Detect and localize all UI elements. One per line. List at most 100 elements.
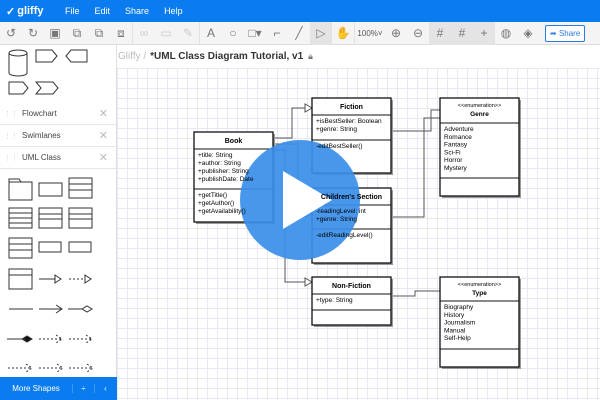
class-name: Non-Fiction [332,283,371,290]
zoom-select[interactable]: 100%˅ [357,28,383,38]
breadcrumb: Gliffy / *UML Class Diagram Tutorial, v1… [117,45,600,68]
ellipse-icon[interactable]: ○ [229,26,237,40]
eyedropper-icon[interactable]: ✎ [182,26,194,40]
uml-class-non-fiction[interactable] [311,276,393,327]
class-name: Children's Section [321,194,382,201]
document-title[interactable]: *UML Class Diagram Tutorial, v1 [150,51,304,62]
drag-handle-icon[interactable]: ⋮⋮ [4,110,18,118]
association-nonfiction-type[interactable] [391,290,440,297]
shape-package[interactable] [8,178,33,201]
menu-share[interactable]: Share [125,6,150,16]
redo-icon[interactable]: ↻ [27,26,39,40]
shape-note-p[interactable] [38,241,62,253]
generalization-arrow[interactable] [39,274,62,284]
undo-icon[interactable]: ↺ [5,26,17,40]
collapse-sidebar-icon[interactable]: ‹ [94,384,116,393]
shape-chevron[interactable] [34,81,59,95]
send-back-icon[interactable]: ⧈ [117,25,125,40]
play-video-button[interactable] [240,140,360,260]
close-icon[interactable]: ✕ [98,152,108,164]
drag-handle-icon[interactable]: ⋮⋮ [4,132,18,140]
class-method: +getAvailability() [198,208,246,215]
shape-offpage-right[interactable] [35,49,58,63]
rectangle-icon[interactable]: □▾ [248,26,262,40]
stereotype: <<enumeration>> [458,282,501,288]
uml-class-fiction-text: Fiction+isBestSeller: Boolean+genre: Str… [316,104,382,150]
share-button[interactable]: ➦ Share [545,24,586,42]
shape-class-simple[interactable] [38,182,63,197]
drag-handle-icon[interactable]: ⋮⋮ [4,154,18,162]
zoom-out-icon[interactable]: ⊖ [412,26,424,40]
menu-file[interactable]: File [65,6,80,16]
library-uml-class[interactable]: ⋮⋮UML Class✕ [0,147,116,169]
theme-icon[interactable]: ◍ [500,26,512,40]
gliffy-logo[interactable]: ✓gliffy [6,5,44,18]
shape-database[interactable] [8,49,28,77]
uml-class-book-text: Book+title: String+author: String+publis… [198,138,254,215]
class-attribute: +genre: String [316,126,357,133]
stereotype: <<enumeration>> [458,103,501,109]
shape-note-g[interactable] [68,241,92,253]
enum-value: Manual [444,327,466,334]
connector-icon[interactable]: ⌐ [273,26,281,40]
bring-front-icon[interactable]: ⧉ [94,25,104,40]
association-fiction-genre[interactable] [391,109,440,132]
pointer-icon[interactable]: ▷ [310,21,332,45]
lock-icon[interactable]: 🔒︎ [308,51,313,61]
shape-stereotype[interactable] [68,207,93,229]
extend-arrow[interactable] [39,363,64,373]
enum-value: Horror [444,157,463,164]
line-icon[interactable]: ╱ [295,26,303,40]
library-flowchart[interactable]: ⋮⋮Flowchart✕ [0,103,116,125]
uml-diagram: Book+title: String+author: String+publis… [193,97,521,369]
close-icon[interactable]: ✕ [98,130,108,142]
shape-abstract[interactable] [8,237,33,259]
text-icon[interactable]: A [206,26,215,40]
layers-icon[interactable]: ◈ [523,26,533,40]
hand-icon[interactable]: ✋ [335,26,351,40]
include-arrow[interactable] [8,363,33,373]
uml-enum-genre[interactable] [439,97,521,198]
class-name: Book [225,138,243,145]
collapse-libraries-icon[interactable]: ÷ [72,384,94,393]
enum-value: Sci-Fi [444,149,461,156]
snap-icon[interactable]: # [429,21,451,45]
association-childrens-genre[interactable] [391,117,440,218]
group-icon[interactable]: ▣ [49,26,61,40]
shape-class[interactable] [68,177,93,199]
directed-association[interactable] [39,304,63,314]
menu-help[interactable]: Help [164,6,183,16]
close-icon[interactable]: ✕ [98,108,108,120]
grid-icon[interactable]: # [451,21,473,45]
composition-line[interactable] [7,335,33,343]
ungroup-icon[interactable]: ⧉ [72,25,82,40]
dependency-arrow[interactable] [39,334,63,344]
link-icon[interactable]: ∞ [139,26,149,40]
shape-class-list[interactable] [8,207,33,229]
zoom-in-icon[interactable]: ⊕ [390,26,402,40]
breadcrumb-root[interactable]: Gliffy / [118,51,147,62]
aggregation-line[interactable] [68,305,93,313]
uml-class-children-s-section-text: Children's Section-readingLevel: int+gen… [316,194,382,239]
generalization-fiction[interactable] [273,103,314,139]
access-arrow[interactable] [69,363,94,373]
more-shapes-button[interactable]: More Shapes [12,384,60,393]
uml-enum-type[interactable] [439,276,521,369]
guides-icon[interactable]: + [473,21,495,45]
class-attribute: +publishDate: Date [198,176,254,183]
library-swimlanes[interactable]: ⋮⋮Swimlanes✕ [0,125,116,147]
shape-interface[interactable] [38,207,63,229]
class-attribute: +author: String [198,160,241,167]
enum-value: Self-Help [444,335,471,342]
comment-icon[interactable]: ▭ [160,26,172,40]
enum-name: Genre [470,111,489,118]
shape-chevron-right[interactable] [8,81,29,95]
shape-offpage-left[interactable] [65,49,88,63]
enum-value: Biography [444,304,474,311]
menu-edit[interactable]: Edit [94,6,111,16]
use-arrow[interactable] [69,334,93,344]
diagram-canvas[interactable]: Gliffy / *UML Class Diagram Tutorial, v1… [117,45,600,400]
divider [199,21,200,45]
class-attribute: +type: String [316,297,353,304]
shape-object[interactable] [8,268,33,290]
